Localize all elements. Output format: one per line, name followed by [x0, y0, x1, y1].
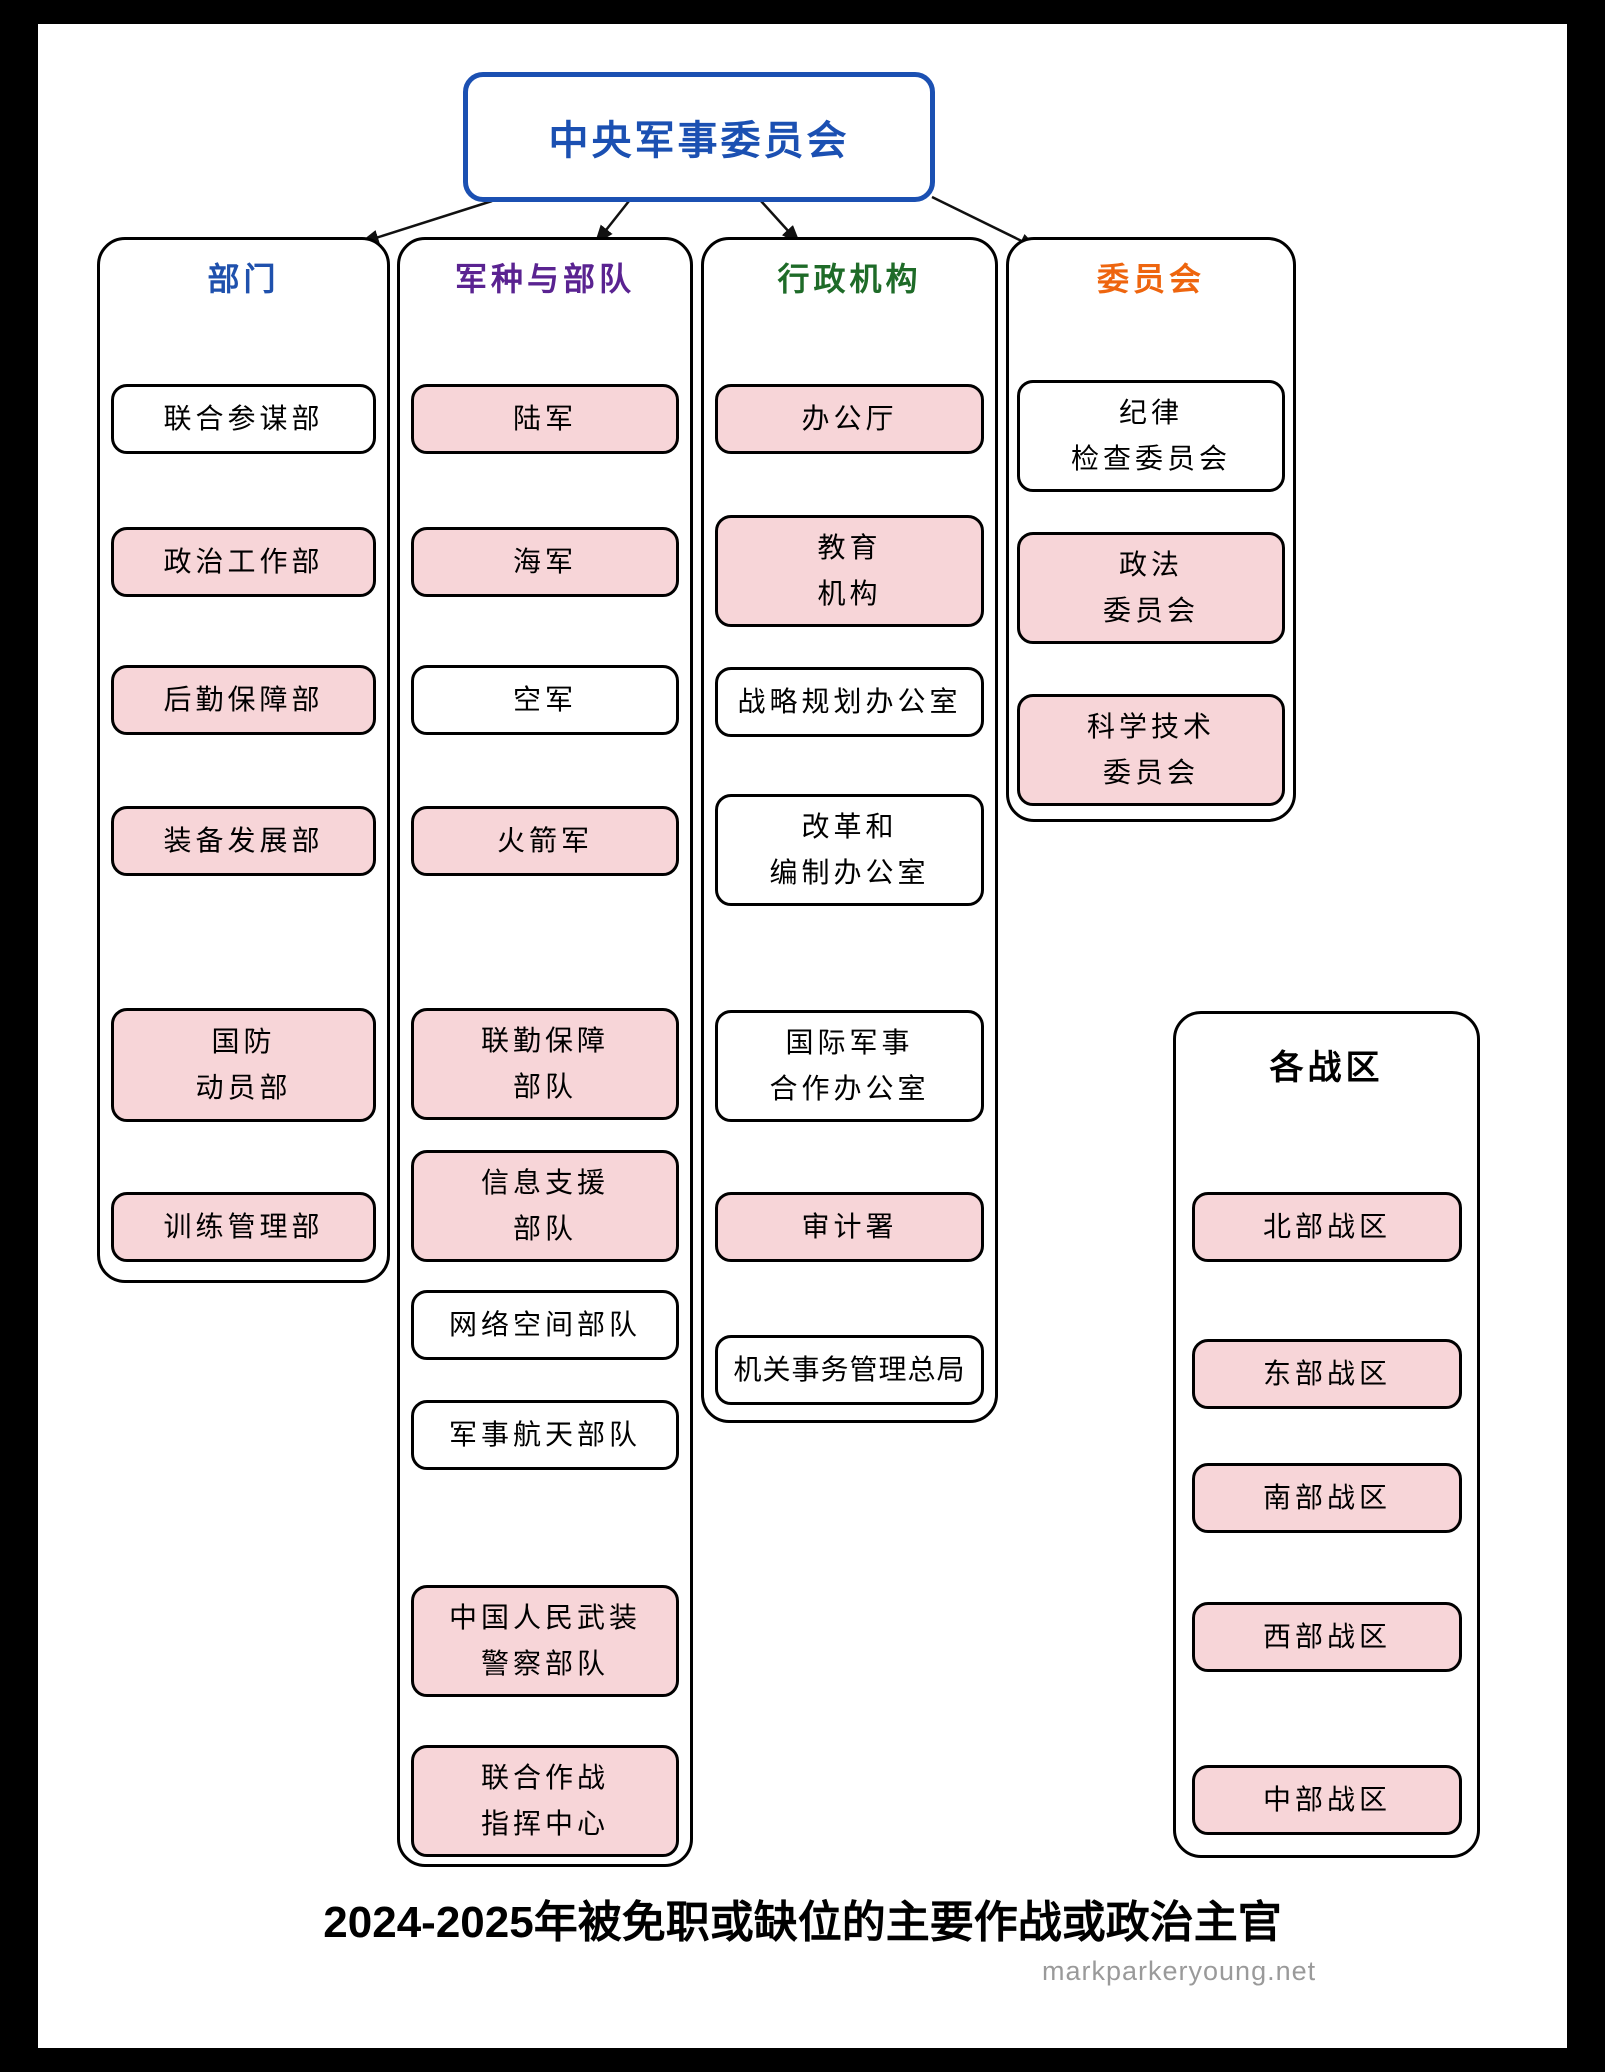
node-label: 联勤保障 [480, 1025, 609, 1056]
watermark-url: markparkeryoung.net [1042, 1956, 1317, 1986]
node-label: 编制办公室 [769, 857, 930, 888]
node-joint-logistic-support-force: 联勤保障部队 [411, 1008, 679, 1120]
node-label: 空军 [512, 684, 577, 715]
node-peoples-armed-police: 中国人民武装警察部队 [411, 1585, 679, 1697]
column-services-header: 军种与部队 [454, 261, 635, 297]
node-label: 北部战区 [1262, 1211, 1391, 1242]
node-northern-theater: 北部战区 [1192, 1192, 1462, 1262]
node-label: 改革和 [801, 811, 898, 842]
node-label: 网络空间部队 [448, 1309, 641, 1340]
node-reform-and-organization-office: 改革和编制办公室 [715, 794, 984, 906]
node-rocket-force: 火箭军 [411, 806, 679, 876]
node-label: 指挥中心 [480, 1808, 609, 1839]
node-label: 训练管理部 [163, 1211, 324, 1242]
node-label: 联合作战 [480, 1762, 609, 1793]
root-node-label: 中央军事委员会 [548, 119, 850, 163]
node-general-office: 办公厅 [715, 384, 984, 454]
node-label: 科学技术 [1086, 711, 1215, 742]
node-label: 海军 [512, 546, 577, 577]
node-label: 委员会 [1102, 757, 1199, 788]
node-politics-and-law-commission: 政法委员会 [1017, 532, 1285, 644]
chart-caption: 2024-2025年被免职或缺位的主要作战或政治主官 [323, 1898, 1282, 1947]
node-joint-operations-command-center: 联合作战指挥中心 [411, 1745, 679, 1857]
node-joint-staff-department: 联合参谋部 [111, 384, 376, 454]
theater-commands-header: 各战区 [1269, 1049, 1384, 1087]
node-logistic-support-department: 后勤保障部 [111, 665, 376, 735]
node-international-military-cooperation-office: 国际军事合作办公室 [715, 1010, 984, 1122]
node-label: 政法 [1118, 549, 1183, 580]
column-commissions-header: 委员会 [1096, 261, 1205, 297]
node-central-theater: 中部战区 [1192, 1765, 1462, 1835]
node-label: 中国人民武装 [448, 1602, 641, 1633]
column-theater-commands: 各战区 [1173, 1011, 1480, 1858]
node-label: 联合参谋部 [163, 403, 324, 434]
node-label: 合作办公室 [769, 1073, 930, 1104]
node-label: 后勤保障部 [163, 684, 324, 715]
node-label: 国防 [211, 1026, 276, 1057]
node-label: 国际军事 [785, 1027, 914, 1058]
node-label: 火箭军 [496, 825, 593, 856]
node-eastern-theater: 东部战区 [1192, 1339, 1462, 1409]
node-label: 军事航天部队 [448, 1419, 641, 1450]
column-admin-header: 行政机构 [777, 261, 922, 297]
node-label: 机关事务管理总局 [733, 1354, 966, 1385]
node-strategic-planning-office: 战略规划办公室 [715, 667, 984, 737]
node-southern-theater: 南部战区 [1192, 1463, 1462, 1533]
node-education-institutions: 教育机构 [715, 515, 984, 627]
node-national-defense-mobilization-department: 国防动员部 [111, 1008, 376, 1122]
node-label: 教育 [817, 532, 882, 563]
node-information-support-force: 信息支援部队 [411, 1150, 679, 1262]
node-training-management-department: 训练管理部 [111, 1192, 376, 1262]
node-label: 政治工作部 [163, 546, 324, 577]
node-offices-administration-agency: 机关事务管理总局 [715, 1335, 984, 1405]
root-node-cmc: 中央军事委员会 [463, 72, 935, 202]
node-air-force: 空军 [411, 665, 679, 735]
node-military-aerospace-force: 军事航天部队 [411, 1400, 679, 1470]
node-label: 部队 [512, 1213, 577, 1244]
node-navy: 海军 [411, 527, 679, 597]
node-army: 陆军 [411, 384, 679, 454]
node-label: 西部战区 [1262, 1621, 1391, 1652]
node-label: 动员部 [195, 1072, 292, 1103]
node-label: 检查委员会 [1070, 443, 1231, 474]
node-western-theater: 西部战区 [1192, 1602, 1462, 1672]
node-label: 办公厅 [801, 403, 898, 434]
node-label: 部队 [512, 1071, 577, 1102]
node-political-work-department: 政治工作部 [111, 527, 376, 597]
node-equipment-development-department: 装备发展部 [111, 806, 376, 876]
node-label: 南部战区 [1262, 1482, 1391, 1513]
node-label: 委员会 [1102, 595, 1199, 626]
node-cyberspace-force: 网络空间部队 [411, 1290, 679, 1360]
node-label: 战略规划办公室 [737, 686, 962, 717]
node-label: 警察部队 [480, 1648, 609, 1679]
node-label: 信息支援 [480, 1167, 609, 1198]
node-audit-office: 审计署 [715, 1192, 984, 1262]
node-label: 陆军 [512, 403, 577, 434]
node-label: 装备发展部 [163, 825, 324, 856]
node-label: 机构 [817, 578, 882, 609]
column-departments-header: 部门 [207, 261, 280, 297]
node-label: 中部战区 [1262, 1784, 1391, 1815]
node-label: 纪律 [1118, 397, 1183, 428]
node-discipline-inspection-commission: 纪律检查委员会 [1017, 380, 1285, 492]
node-label: 审计署 [801, 1211, 898, 1242]
node-science-and-technology-commission: 科学技术委员会 [1017, 694, 1285, 806]
node-label: 东部战区 [1262, 1358, 1391, 1389]
